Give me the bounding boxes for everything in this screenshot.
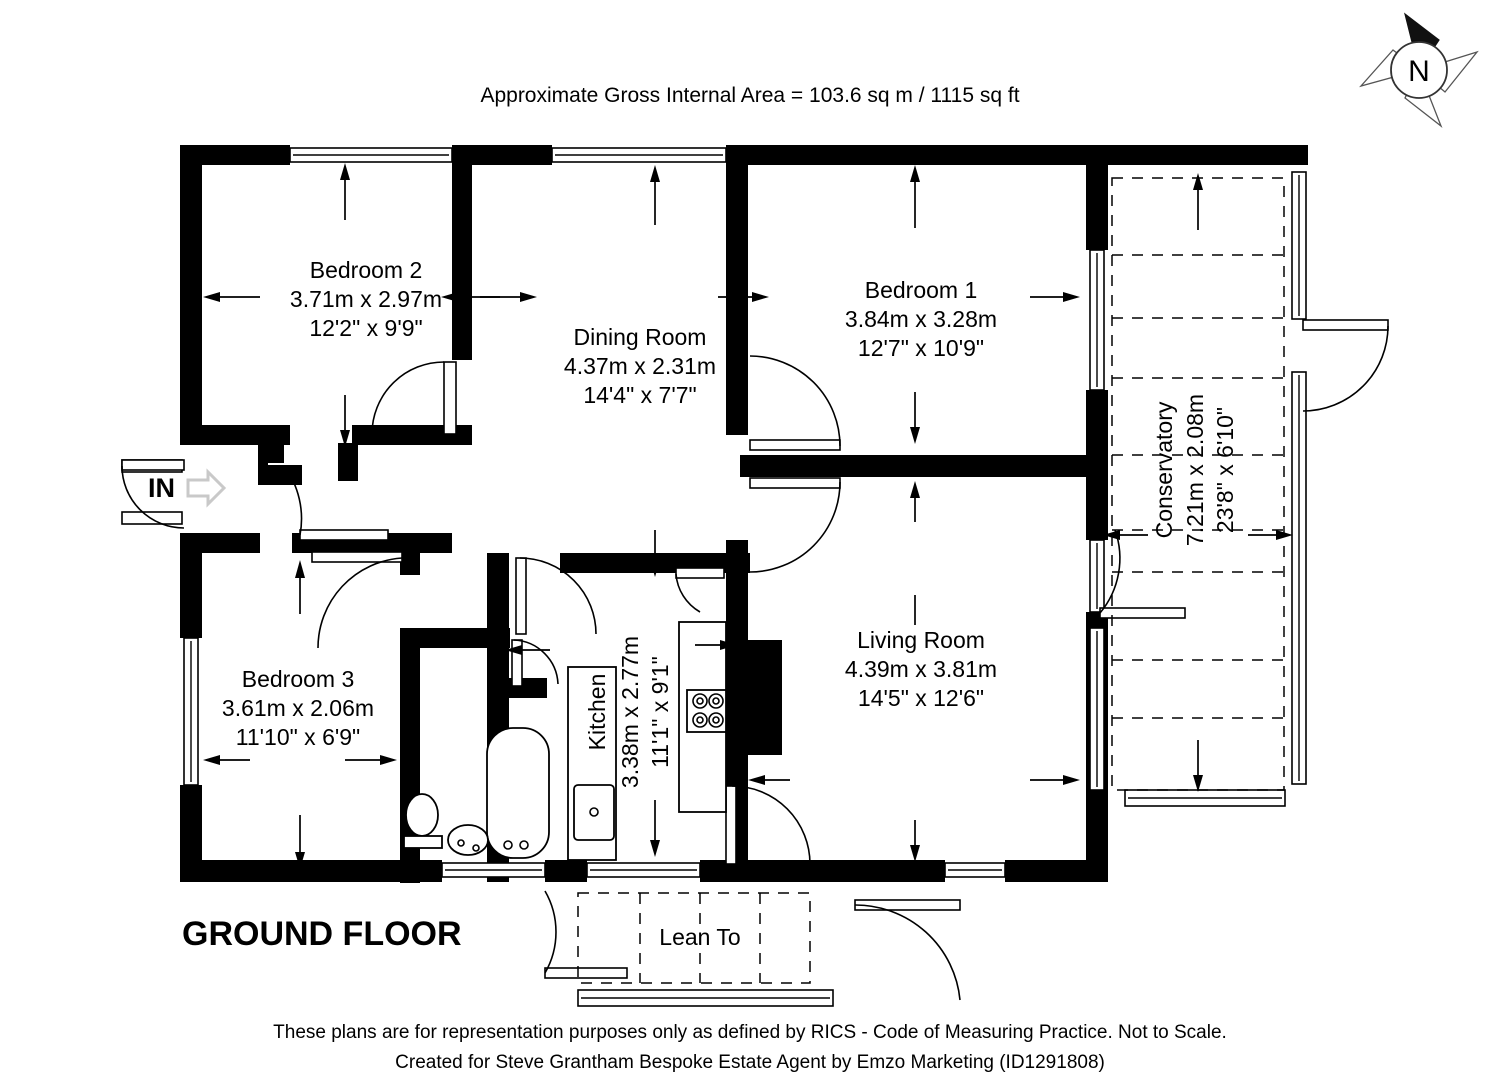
doors (121, 319, 1389, 1001)
entrance-label: IN (148, 473, 175, 503)
room-label-living-room: Living Room 4.39m x 3.81m 14'5" x 12'6" (845, 627, 997, 711)
footer-disclaimer: These plans are for representation purpo… (273, 1022, 1227, 1043)
gross-internal-area-note: Approximate Gross Internal Area = 103.6 … (480, 84, 1019, 107)
room-name: Living Room (857, 627, 985, 653)
room-imperial: 11'1" x 9'1" (647, 656, 673, 768)
hob-icon (686, 689, 727, 733)
basin-icon (447, 824, 489, 856)
windows (121, 147, 1307, 1007)
room-label-bedroom-1: Bedroom 1 3.84m x 3.28m 12'7" x 10'9" (845, 277, 997, 361)
compass-north-icon: N (1359, 12, 1479, 128)
compass-label: N (1408, 55, 1430, 88)
room-name: Bedroom 1 (865, 277, 978, 303)
room-label-bedroom-2: Bedroom 2 3.71m x 2.97m 12'2" x 9'9" (290, 257, 442, 341)
room-metric: 3.38m x 2.77m (617, 636, 643, 788)
room-metric: 3.84m x 3.28m (845, 306, 997, 332)
room-name: Conservatory (1151, 401, 1177, 538)
room-name: Bedroom 2 (310, 257, 423, 283)
interior-walls (258, 145, 1090, 865)
bath-icon (486, 727, 550, 859)
arrow-right-icon (186, 468, 227, 508)
room-label-kitchen: Kitchen 3.38m x 2.77m 11'1" x 9'1" (584, 636, 673, 788)
floor-title: GROUND FLOOR (182, 915, 462, 953)
room-imperial: 12'7" x 10'9" (858, 335, 984, 361)
lean-to-outline (577, 892, 811, 984)
room-label-conservatory: Conservatory 7.21m x 2.08m 23'8" x 6'10" (1151, 394, 1238, 546)
room-name: Dining Room (574, 324, 707, 350)
room-label-lean-to: Lean To (659, 924, 740, 950)
room-metric: 3.71m x 2.97m (290, 286, 442, 312)
kitchen-fixtures (567, 621, 727, 861)
room-metric: 4.39m x 3.81m (845, 656, 997, 682)
room-metric: 7.21m x 2.08m (1182, 394, 1208, 546)
footer-credit: Created for Steve Grantham Bespoke Estat… (395, 1052, 1105, 1073)
dimension-arrows (203, 163, 1293, 869)
sink-icon (573, 784, 615, 841)
room-imperial: 12'2" x 9'9" (309, 315, 422, 341)
room-name: Kitchen (584, 674, 610, 751)
room-name: Bedroom 3 (242, 666, 355, 692)
room-label-bedroom-3: Bedroom 3 3.61m x 2.06m 11'10" x 6'9" (222, 666, 374, 750)
room-metric: 4.37m x 2.31m (564, 353, 716, 379)
room-imperial: 14'4" x 7'7" (583, 382, 696, 408)
bathroom-fixtures (403, 727, 550, 859)
entrance-marker: IN (148, 468, 227, 508)
room-metric: 3.61m x 2.06m (222, 695, 374, 721)
room-imperial: 14'5" x 12'6" (858, 685, 984, 711)
room-label-dining-room: Dining Room 4.37m x 2.31m 14'4" x 7'7" (564, 324, 716, 408)
toilet-icon (403, 793, 443, 849)
room-imperial: 11'10" x 6'9" (236, 724, 360, 750)
room-imperial: 23'8" x 6'10" (1212, 407, 1238, 533)
